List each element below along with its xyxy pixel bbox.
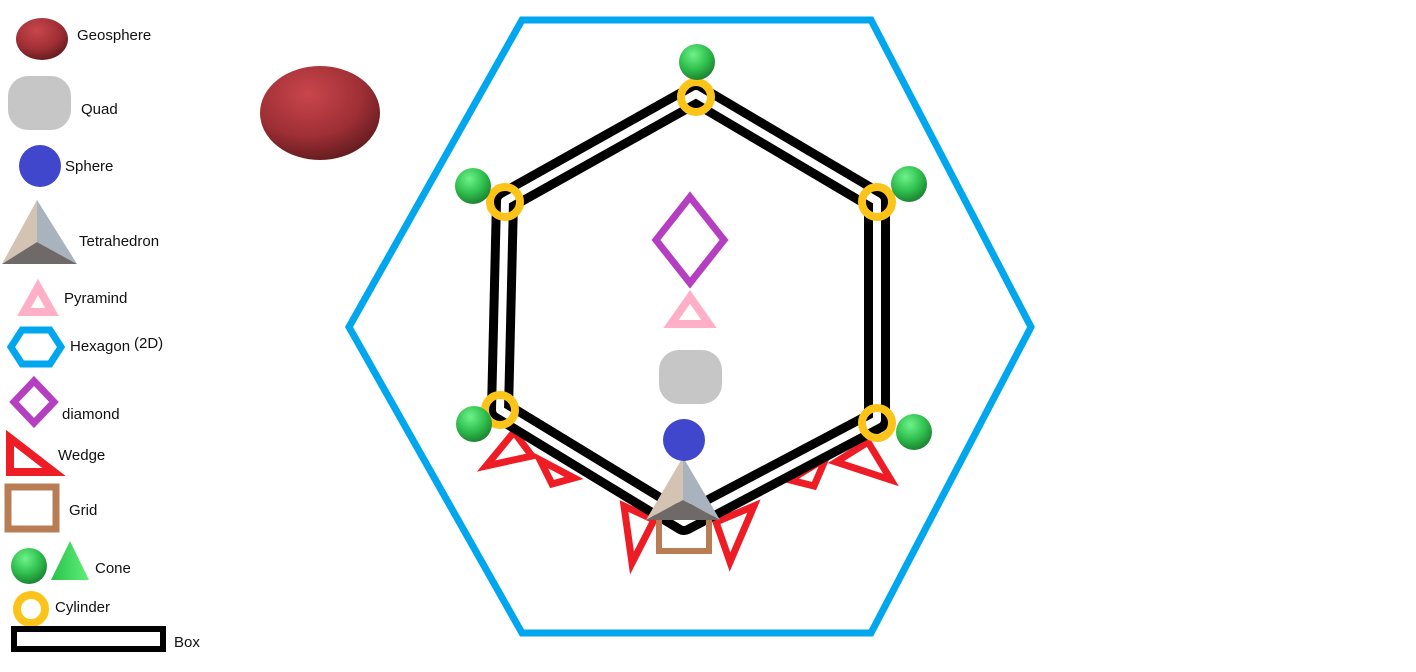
- legend-label-cone: Cone: [95, 560, 131, 577]
- legend-label-quad: Quad: [81, 101, 118, 118]
- cylinder-shape: [486, 183, 524, 221]
- cylinder-shape: [677, 78, 715, 116]
- diamond-shape: [651, 191, 729, 289]
- tetrahedron-legend-icon: [2, 200, 77, 264]
- box-legend-icon: [11, 626, 166, 652]
- wedge-shape: [531, 451, 584, 489]
- legend-label-hexagon-note: (2D): [134, 335, 163, 352]
- sphere-legend-icon: [19, 145, 61, 187]
- wedge-shape: [619, 500, 659, 575]
- legend-label-hexagon: Hexagon: [70, 338, 130, 355]
- geosphere-legend-icon: [16, 18, 68, 60]
- pyramid-legend-icon: [17, 278, 59, 316]
- legend-label-box: Box: [174, 634, 200, 651]
- quad-shape: [659, 350, 722, 404]
- legend-label-diamond: diamond: [62, 406, 120, 423]
- hexagon-legend-icon: [6, 326, 66, 368]
- legend-label-grid: Grid: [69, 502, 97, 519]
- tetrahedron-shape: [646, 457, 720, 520]
- diamond-legend-icon: [9, 375, 59, 429]
- box-hexagon-inner: [496, 90, 881, 526]
- wedge-shape: [827, 437, 899, 487]
- wedge-legend-icon: [6, 429, 66, 476]
- cone-ball-shape: [891, 166, 927, 202]
- wedge-group: [476, 426, 899, 575]
- cylinder-shape: [858, 404, 896, 442]
- box-hexagon: [487, 81, 890, 535]
- outer-hexagon: [344, 16, 1035, 637]
- sphere-shape: [663, 419, 705, 461]
- geosphere-shape: [260, 66, 380, 160]
- cone-legend-icon: [51, 541, 89, 580]
- legend-label-sphere: Sphere: [65, 158, 113, 175]
- legend-label-tetrahedron: Tetrahedron: [79, 233, 159, 250]
- grid-legend-icon: [4, 483, 60, 533]
- legend: Geosphere Quad Sphere Tetrahedron Pyrami…: [2, 18, 200, 652]
- pyramid-shape: [663, 290, 717, 328]
- legend-label-pyramid: Pyramind: [64, 290, 127, 307]
- cone-ball-legend-icon: [11, 548, 47, 584]
- cylinder-legend-icon: [13, 591, 49, 627]
- cylinder-shape: [858, 183, 896, 221]
- quad-legend-icon: [8, 76, 71, 130]
- cone-ball-shape: [679, 44, 715, 80]
- cone-ball-shape: [455, 168, 491, 204]
- cone-ball-shape: [896, 414, 932, 450]
- wedge-shape: [476, 426, 539, 472]
- cone-ball-shape: [456, 406, 492, 442]
- cylinder-group: [481, 78, 896, 442]
- wedge-shape: [711, 499, 761, 572]
- legend-label-wedge: Wedge: [58, 447, 105, 464]
- legend-label-cylinder: Cylinder: [55, 599, 110, 616]
- legend-label-geosphere: Geosphere: [77, 27, 151, 44]
- cone-group: [455, 44, 932, 450]
